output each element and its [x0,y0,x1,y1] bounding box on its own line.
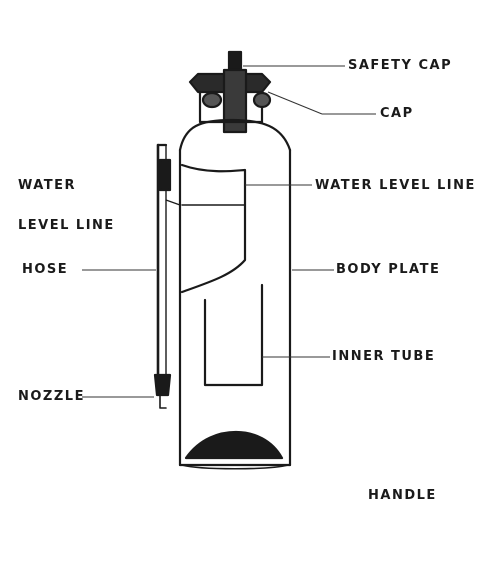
cap-lever-shape [222,68,248,134]
inner-tube-shape [203,283,264,387]
label-water-level-line: WATER LEVEL LINE [315,178,476,193]
safety-cap-shape [227,50,243,72]
bottom-base [181,464,289,470]
label-cap: CAP [380,106,414,121]
label-water-line-1: WATER [18,178,77,193]
cap-knob-right [252,91,272,109]
body-plate-outline [178,148,292,467]
label-water-line-2: LEVEL LINE [18,218,115,233]
label-body-plate: BODY PLATE [336,262,441,277]
label-hose: HOSE [22,262,69,277]
water-chamber [180,163,247,294]
bottom-dome [184,430,284,460]
label-handle: HANDLE [368,488,437,503]
callout-lines [82,65,376,398]
cap-knob [201,91,223,109]
leader-cap [267,91,323,115]
hose-link [165,199,181,206]
label-safety-cap: SAFETY CAP [348,58,453,73]
label-nozzle: NOZZLE [18,389,85,404]
body-shoulder [178,118,292,152]
nozzle-tip [159,394,167,409]
label-inner-tube: INNER TUBE [332,349,436,364]
nozzle-shape [153,373,172,397]
hose-clip [158,158,172,192]
